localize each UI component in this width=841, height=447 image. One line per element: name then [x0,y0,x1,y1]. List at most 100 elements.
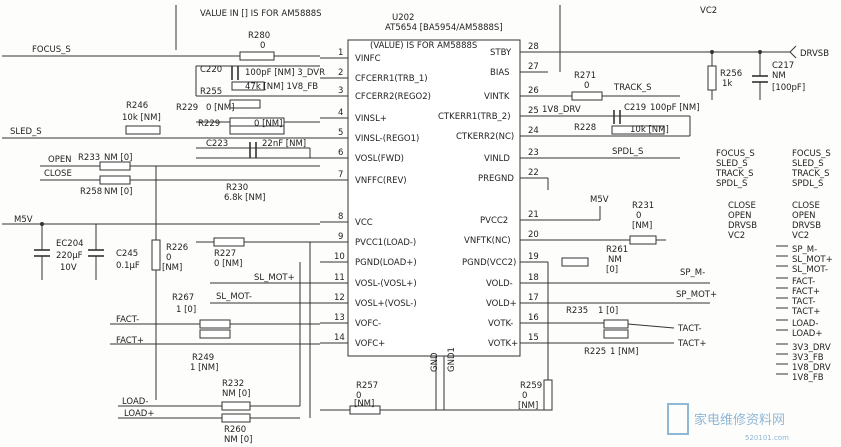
pin-number: 7 [338,170,343,180]
resistor-r257 [349,405,381,415]
legend-list-item: FACT- [792,277,815,287]
resistor-r256 [707,65,717,91]
net-tact-p: TACT+ [677,339,706,349]
ref-r260: R260 [224,425,246,435]
legend-left-close: CLOSE [728,201,756,211]
pin-number: 2 [338,68,343,78]
ref-c220: C220 [200,65,222,75]
val-r229b: 0 [NM] [254,119,282,129]
legend-right-vc2: VC2 [792,231,809,241]
legend-list-item: LOAD+ [792,329,822,339]
net-close: CLOSE [44,169,72,179]
pin-label: PVCC2 [480,216,508,226]
net-sp-p: SP_MOT+ [676,290,717,300]
pin-label: CTKERR2(NC) [456,132,514,142]
net-track-s: TRACK_S [613,83,652,93]
pin-number: 1 [338,48,343,58]
net-1v8-drv: 1V8_DRV [542,105,581,115]
pin-label: STBY [490,48,512,58]
net-drvsb: DRVSB [800,49,829,59]
pin-label: CFCERR1(TRB_1) [355,74,428,84]
note-vc2-top: VC2 [700,6,717,16]
resistor-r229a [229,99,261,109]
pin-label: VINTK [484,92,510,102]
resistor-r233 [99,161,131,171]
resistor-r280 [239,51,275,61]
resistor-r271 [571,91,603,101]
val-r235: 1 [0] [598,306,618,316]
val-r230: 6.8k [NM] [224,193,265,203]
val-r229a: 0 [NM] [206,103,234,113]
resistor-r232 [221,401,251,411]
val-c217: NM [772,71,786,81]
ref-r227: R227 [214,249,236,259]
val-r257-b: [NM] [354,399,374,409]
legend-right-open: OPEN [792,211,816,221]
val-r231-b: [NM] [632,221,652,231]
legend-list-item: TACT- [791,297,816,307]
ref-r261: R261 [606,245,628,255]
resistor-r226 [151,239,161,271]
ref-r229b: R229 [198,119,220,129]
pin-number: 26 [528,86,539,96]
ic-right-pins [520,51,548,344]
val-c223: 22nF [NM] [262,139,306,149]
pin-number: 13 [334,313,345,323]
pin-number: 8 [338,212,343,222]
legend-list-item: SL_MOT+ [792,255,833,265]
legend-right-track: TRACK_S [791,169,830,179]
ref-r233: R233 [78,153,100,163]
ref-r259: R259 [520,381,542,391]
pin-number: 10 [334,252,345,262]
net-fact-p: FACT+ [116,336,144,346]
val-r228: 10k [NM] [630,125,669,135]
pin-label: VINSL-(REGO1) [355,134,419,144]
pin-number: 17 [528,293,539,303]
ref-r249: R249 [192,353,214,363]
val-r226: 0 [166,253,171,263]
pin-number: 21 [528,210,539,220]
pin-label: PREGND [478,174,514,184]
legend-left-vc2: VC2 [728,231,745,241]
val-r231: 0 [636,211,641,221]
net-m5v: M5V [14,215,33,225]
pin-label: VOFC+ [355,339,385,349]
pin-label: VOLD- [486,279,513,289]
wire [627,323,675,329]
ref-c223: C223 [206,139,228,149]
net-load-m: LOAD- [122,397,148,407]
net-open: OPEN [48,155,72,165]
pin-label: PGND(LOAD+) [355,258,417,268]
pin-number: 27 [528,62,539,72]
val-r261-b: [0] [606,265,618,275]
resistor-r258 [99,175,131,185]
val-r249: 1 [NM] [190,363,218,373]
resistor-r259 [543,379,553,411]
val-r259-b: [NM] [518,401,538,411]
val-c220: 100pF [NM] 3_DVR [245,68,325,78]
pin-label: VOFC- [355,319,381,329]
legend-list-item: 1V8_DRV [792,363,831,373]
val-r232: NM [0] [222,389,250,399]
net-fact-m: FACT- [116,315,139,325]
pin-number: 23 [528,148,539,158]
legend-list-item: 3V3_DRV [792,343,831,353]
net-load-p: LOAD+ [124,409,154,419]
resistor-r228 [611,125,665,135]
ic-u202-body [347,39,521,357]
pin-label: VOLD+ [486,299,517,309]
val-ec204-v: 10V [60,263,77,273]
legend-list-item: 1V8_FB [792,373,824,383]
pin-number: 19 [528,252,539,262]
val-r226-b: [NM] [162,263,182,273]
val-r227: 0 [NM] [214,259,242,269]
legend-list-item: SL_MOT- [792,265,828,275]
pin-label: VNFFC(REV) [355,176,407,186]
resistor-r231 [629,235,657,245]
pin-number: 22 [528,168,539,178]
pin-number: 11 [334,273,345,283]
val-c217-b: [100pF] [772,83,805,93]
pin-label: VOSL-(VOSL+) [355,279,417,289]
